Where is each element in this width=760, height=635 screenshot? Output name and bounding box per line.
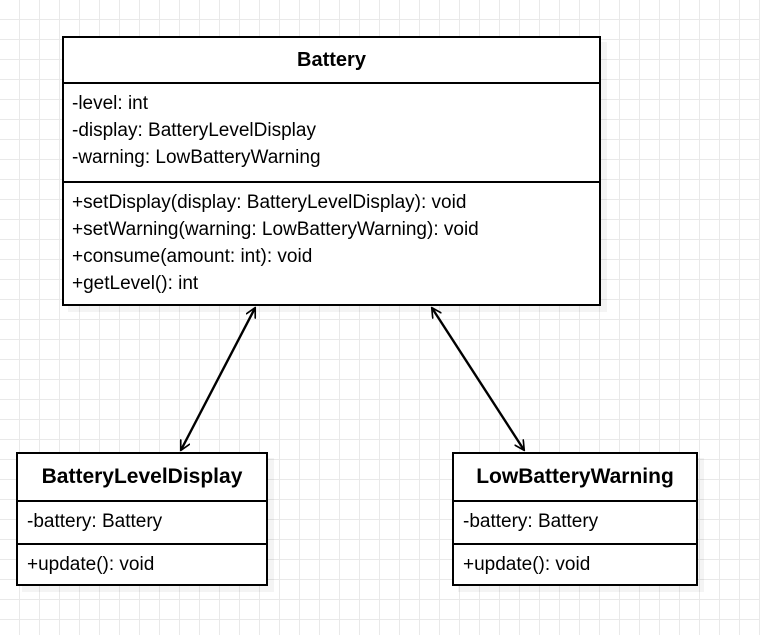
method-row: +getLevel(): int — [72, 273, 199, 294]
class-name-batteryleveldisplay: BatteryLevelDisplay — [41, 465, 243, 488]
attributes-compartment-batteryleveldisplay: -battery: Battery — [18, 500, 266, 543]
method-row: +update(): void — [27, 554, 155, 575]
class-name-lowbatterywarning: LowBatteryWarning — [476, 465, 674, 488]
methods-compartment-lowbatterywarning: +update(): void — [454, 543, 696, 586]
association-battery-batteryleveldisplay — [179, 308, 257, 450]
method-row: +setDisplay(display: BatteryLevelDisplay… — [72, 192, 467, 213]
attribute-row: -warning: LowBatteryWarning — [72, 147, 321, 168]
method-row: +update(): void — [463, 554, 591, 575]
attributes-compartment-lowbatterywarning: -battery: Battery — [454, 500, 696, 543]
attribute-row: -level: int — [72, 93, 149, 114]
association-battery-lowbatterywarning — [432, 308, 524, 450]
method-row: +setWarning(warning: LowBatteryWarning):… — [72, 219, 479, 240]
attribute-row: -display: BatteryLevelDisplay — [72, 120, 316, 141]
methods-compartment-battery: +setDisplay(display: BatteryLevelDisplay… — [64, 181, 599, 306]
method-row: +consume(amount: int): void — [72, 246, 313, 267]
attributes-compartment-battery: -level: int -display: BatteryLevelDispla… — [64, 82, 599, 181]
attribute-row: -battery: Battery — [463, 511, 599, 532]
methods-compartment-batteryleveldisplay: +update(): void — [18, 543, 266, 586]
uml-class-battery[interactable]: Battery -level: int -display: BatteryLev… — [62, 36, 601, 306]
attribute-row: -battery: Battery — [27, 511, 163, 532]
uml-class-batteryleveldisplay[interactable]: BatteryLevelDisplay -battery: Battery +u… — [16, 452, 268, 586]
uml-class-lowbatterywarning[interactable]: LowBatteryWarning -battery: Battery +upd… — [452, 452, 698, 586]
class-name-battery: Battery — [297, 48, 366, 71]
